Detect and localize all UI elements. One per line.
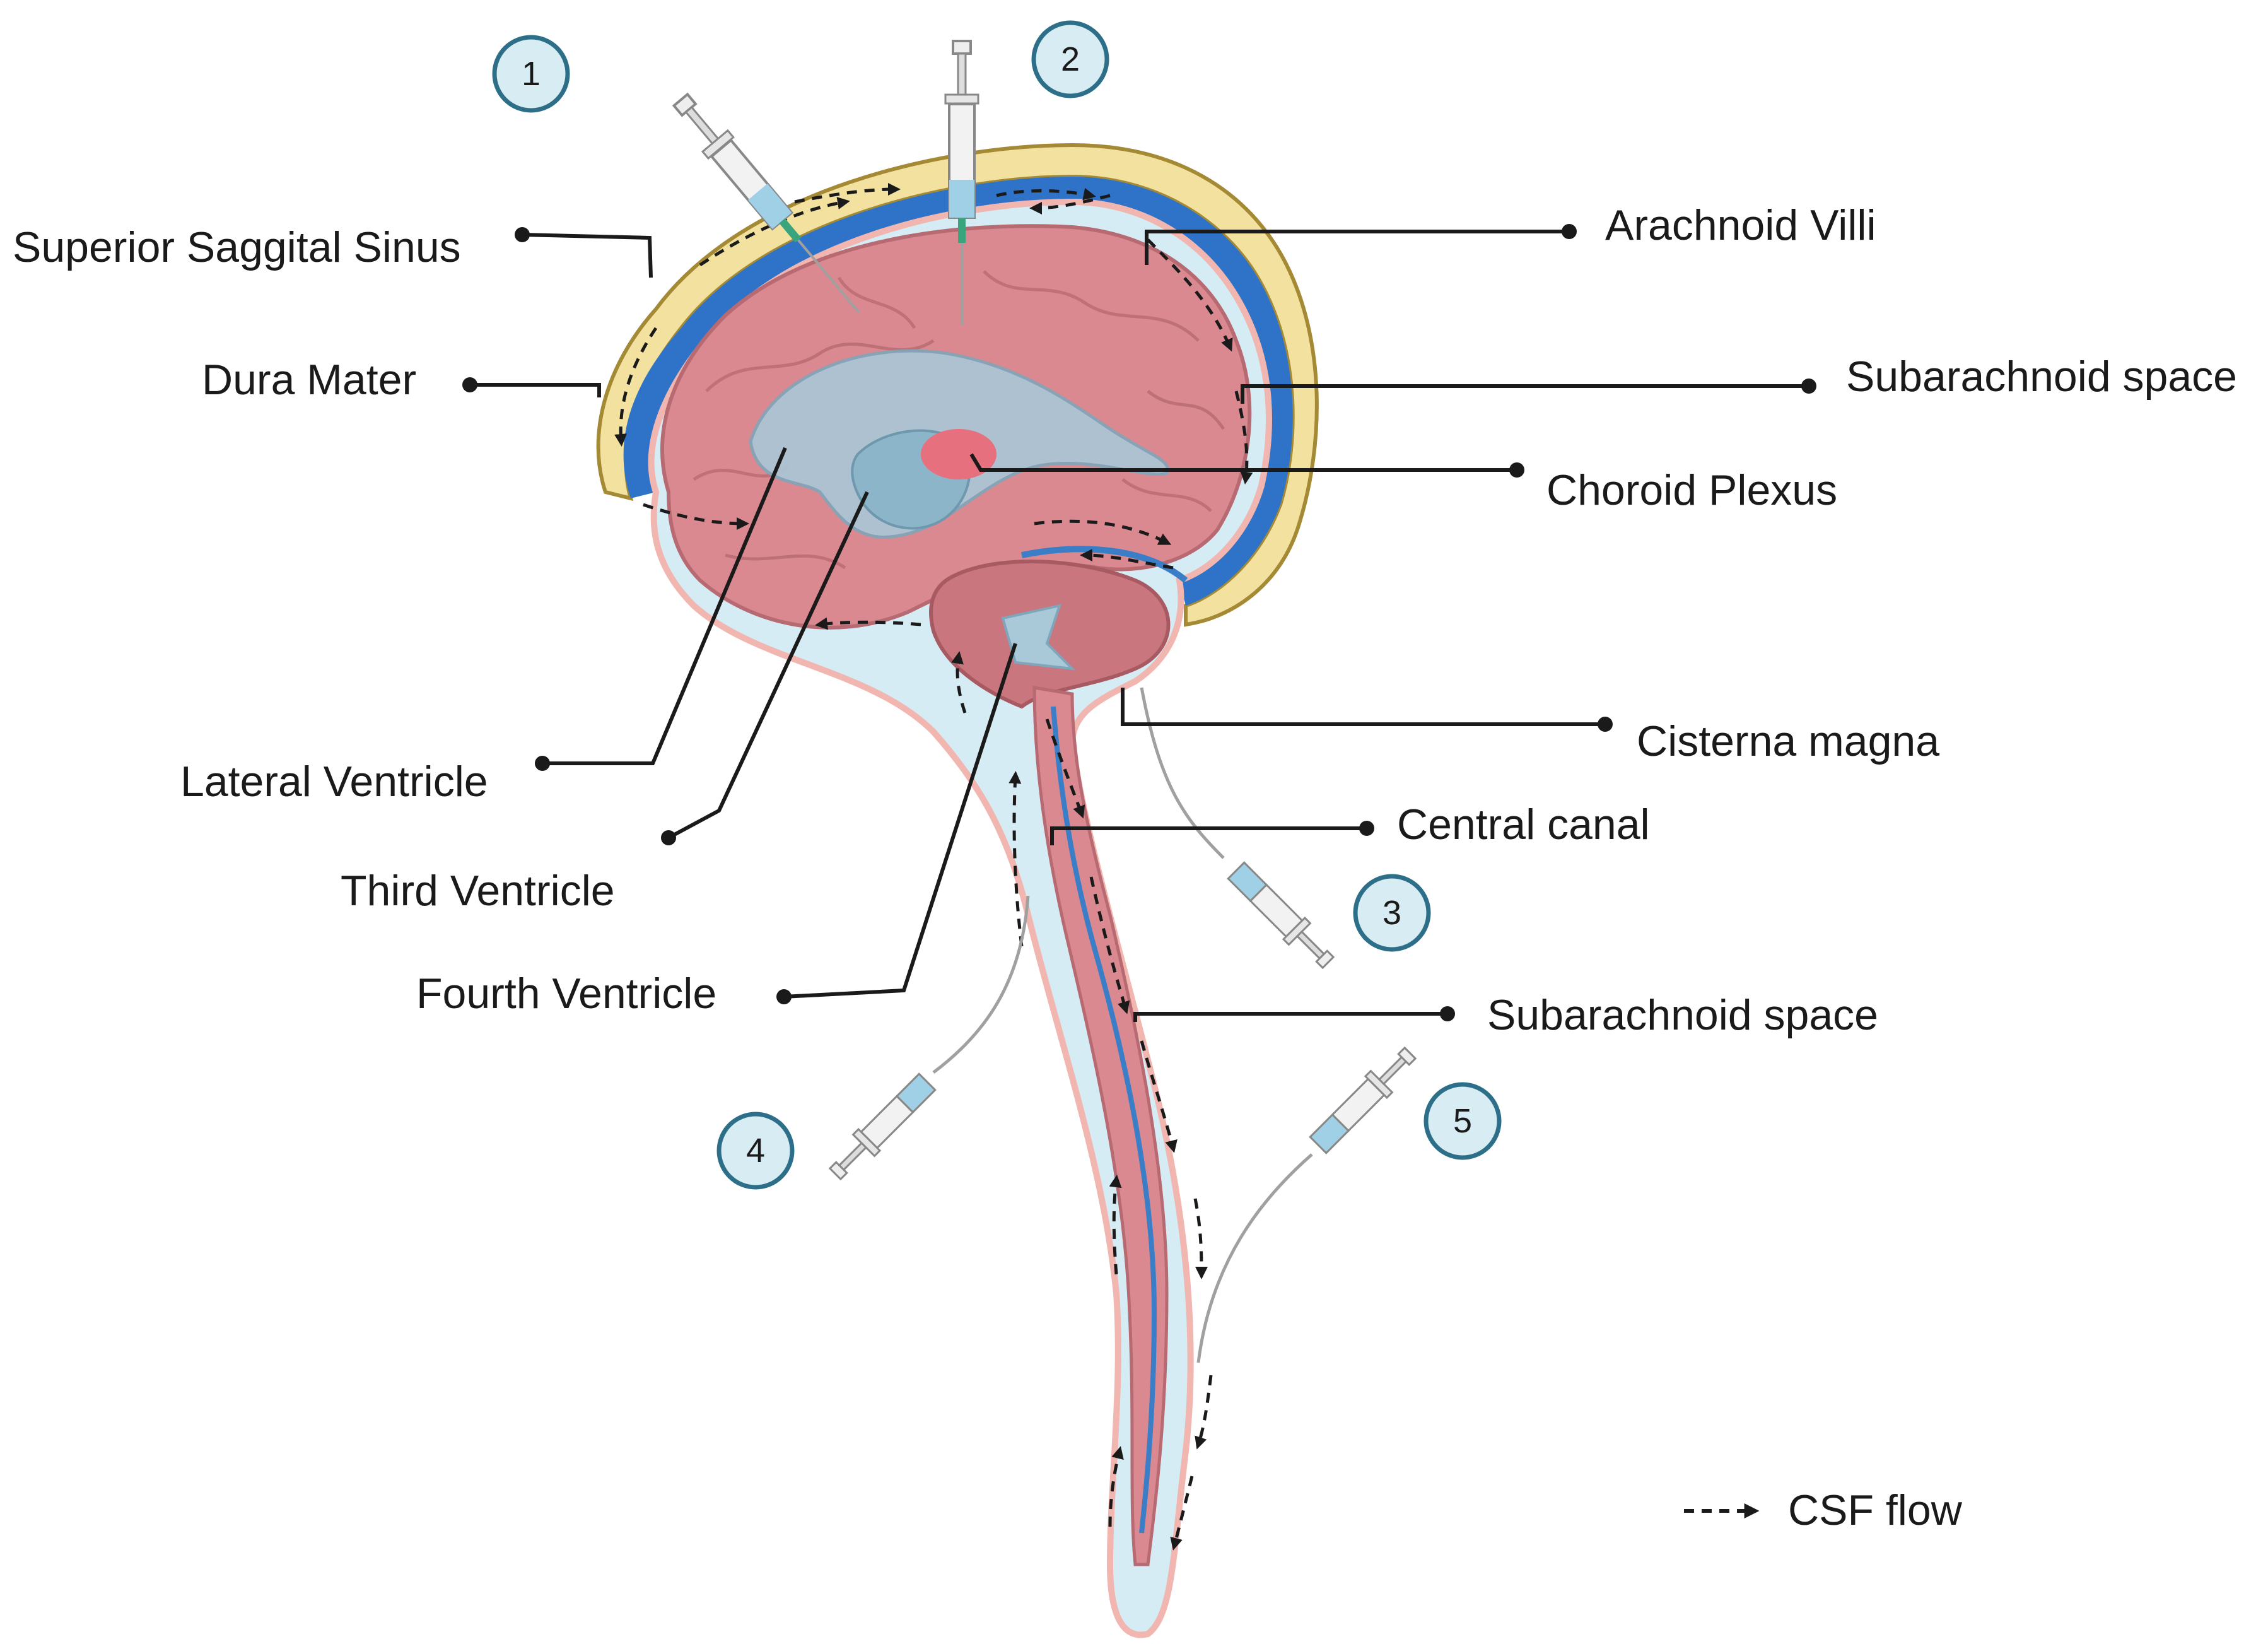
label-subarachnoid-space-top: Subarachnoid space bbox=[1846, 353, 2237, 401]
syringe-3-icon bbox=[1140, 687, 1335, 970]
syringe-1-icon bbox=[672, 92, 860, 314]
label-dura-mater: Dura Mater bbox=[202, 356, 416, 404]
svg-text:4: 4 bbox=[746, 1132, 765, 1170]
label-fourth-ventricle: Fourth Ventricle bbox=[416, 970, 716, 1018]
arachnoid-villi-band bbox=[1021, 546, 1188, 583]
central-canal-line bbox=[1051, 706, 1157, 1534]
injection-badges: 1 2 3 4 5 bbox=[492, 20, 1502, 1190]
label-subarachnoid-space-bottom: Subarachnoid space bbox=[1487, 991, 1878, 1039]
badge-4: 4 bbox=[716, 1112, 795, 1190]
svg-text:3: 3 bbox=[1382, 894, 1401, 932]
label-choroid-plexus: Choroid Plexus bbox=[1546, 466, 1837, 514]
label-cisterna-magna: Cisterna magna bbox=[1637, 717, 1939, 765]
syringe-4-icon bbox=[828, 895, 1030, 1181]
legend-csf-flow: CSF flow bbox=[1788, 1486, 1963, 1534]
label-central-canal: Central canal bbox=[1397, 801, 1650, 848]
badge-2: 2 bbox=[1031, 20, 1109, 98]
gyri-folds bbox=[693, 270, 1225, 570]
badge-1: 1 bbox=[492, 35, 570, 113]
labels: Superior Saggital Sinus Dura Mater Arach… bbox=[13, 201, 2237, 1039]
leader-lines bbox=[462, 224, 1816, 1022]
legend: CSF flow bbox=[1684, 1486, 1963, 1534]
dura-layer bbox=[623, 177, 1293, 606]
label-third-ventricle: Third Ventricle bbox=[341, 867, 615, 915]
anatomy bbox=[596, 143, 1319, 1638]
syringe-5-icon bbox=[1196, 1046, 1417, 1363]
badge-3: 3 bbox=[1353, 874, 1431, 952]
label-lateral-ventricle: Lateral Ventricle bbox=[180, 758, 488, 806]
label-superior-sagittal-sinus: Superior Saggital Sinus bbox=[13, 223, 461, 271]
syringe-2-icon bbox=[944, 40, 979, 325]
svg-text:5: 5 bbox=[1453, 1102, 1472, 1140]
badge-5: 5 bbox=[1423, 1082, 1502, 1160]
svg-text:2: 2 bbox=[1061, 40, 1080, 78]
spinal-cord bbox=[1032, 686, 1169, 1566]
label-arachnoid-villi: Arachnoid Villi bbox=[1605, 201, 1876, 249]
svg-text:1: 1 bbox=[522, 55, 541, 93]
